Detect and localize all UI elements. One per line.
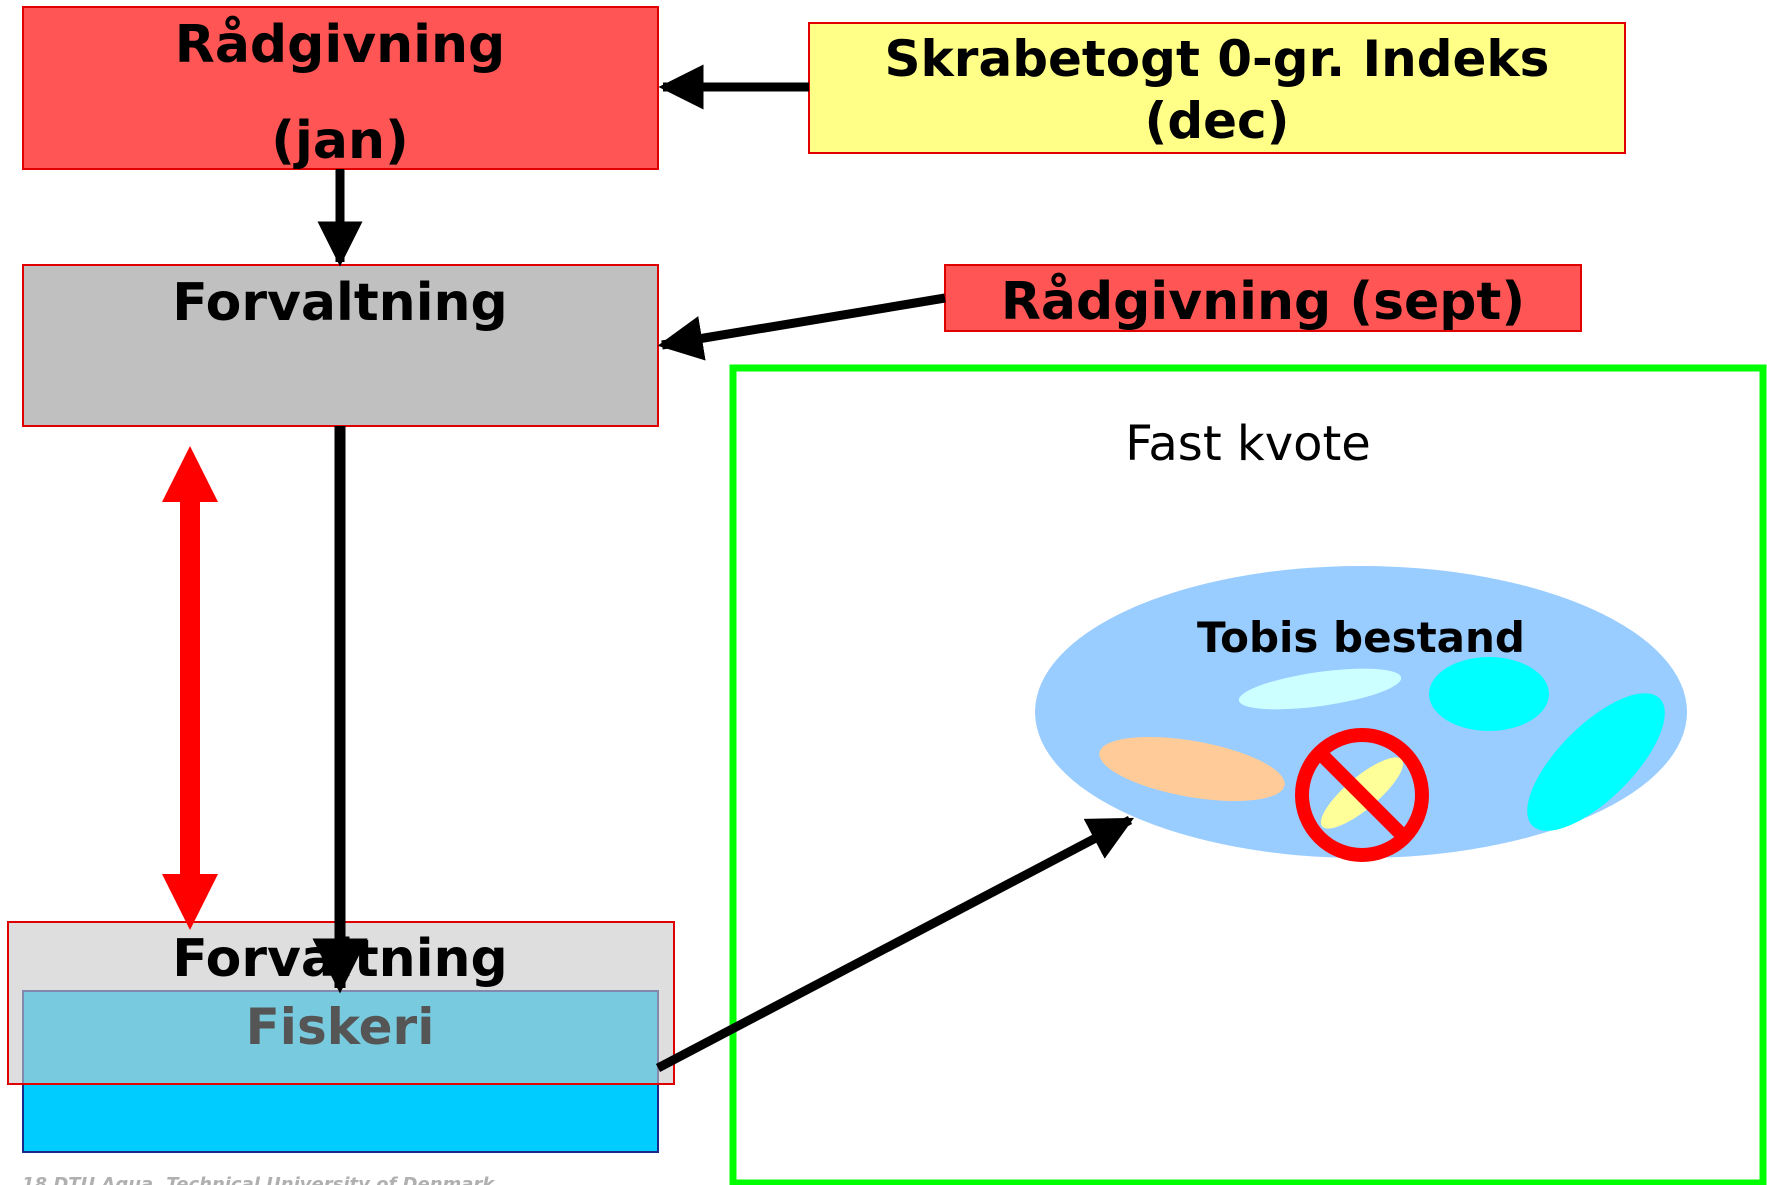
fast-kvote-label: Fast kvote <box>1125 416 1371 472</box>
fast-kvote-panel <box>729 364 1767 1185</box>
footer-text: 18 DTU Aqua, Technical University of Den… <box>22 1174 495 1185</box>
forvaltning-top-label: Forvaltning <box>172 273 508 333</box>
tobis-stock-label: Tobis bestand <box>1197 613 1525 662</box>
raadgivning-jan-title: Rådgivning <box>175 15 505 75</box>
patch-cyan-large <box>1527 693 1665 831</box>
skrabetogt-box: Skrabetogt 0-gr. Indeks (dec) <box>808 22 1626 154</box>
feedback-double-arrow <box>162 446 218 930</box>
patch-cyan-small <box>1429 657 1549 731</box>
skrabetogt-title: Skrabetogt 0-gr. Indeks <box>885 30 1550 88</box>
raadgivning-jan-box: Rådgivning (jan) <box>22 6 659 171</box>
skrabetogt-month: (dec) <box>1144 92 1289 150</box>
raadgivning-sept-label: Rådgivning (sept) <box>1001 272 1525 332</box>
arrow-fiskeri-to-stock <box>655 816 1134 1072</box>
raadgivning-jan-month: (jan) <box>271 111 408 171</box>
fiskeri-label: Fiskeri <box>246 998 435 1056</box>
prohibition-icon <box>1295 728 1429 862</box>
patch-peach <box>1099 736 1285 802</box>
raadgivning-sept-box: Rådgivning (sept) <box>944 264 1582 332</box>
arrow-sept-to-forvaltning <box>657 293 946 361</box>
tobis-stock: Tobis bestand <box>1035 566 1687 862</box>
patch-light-cyan <box>1238 668 1402 710</box>
forvaltning-top-box: Forvaltning <box>22 264 659 427</box>
